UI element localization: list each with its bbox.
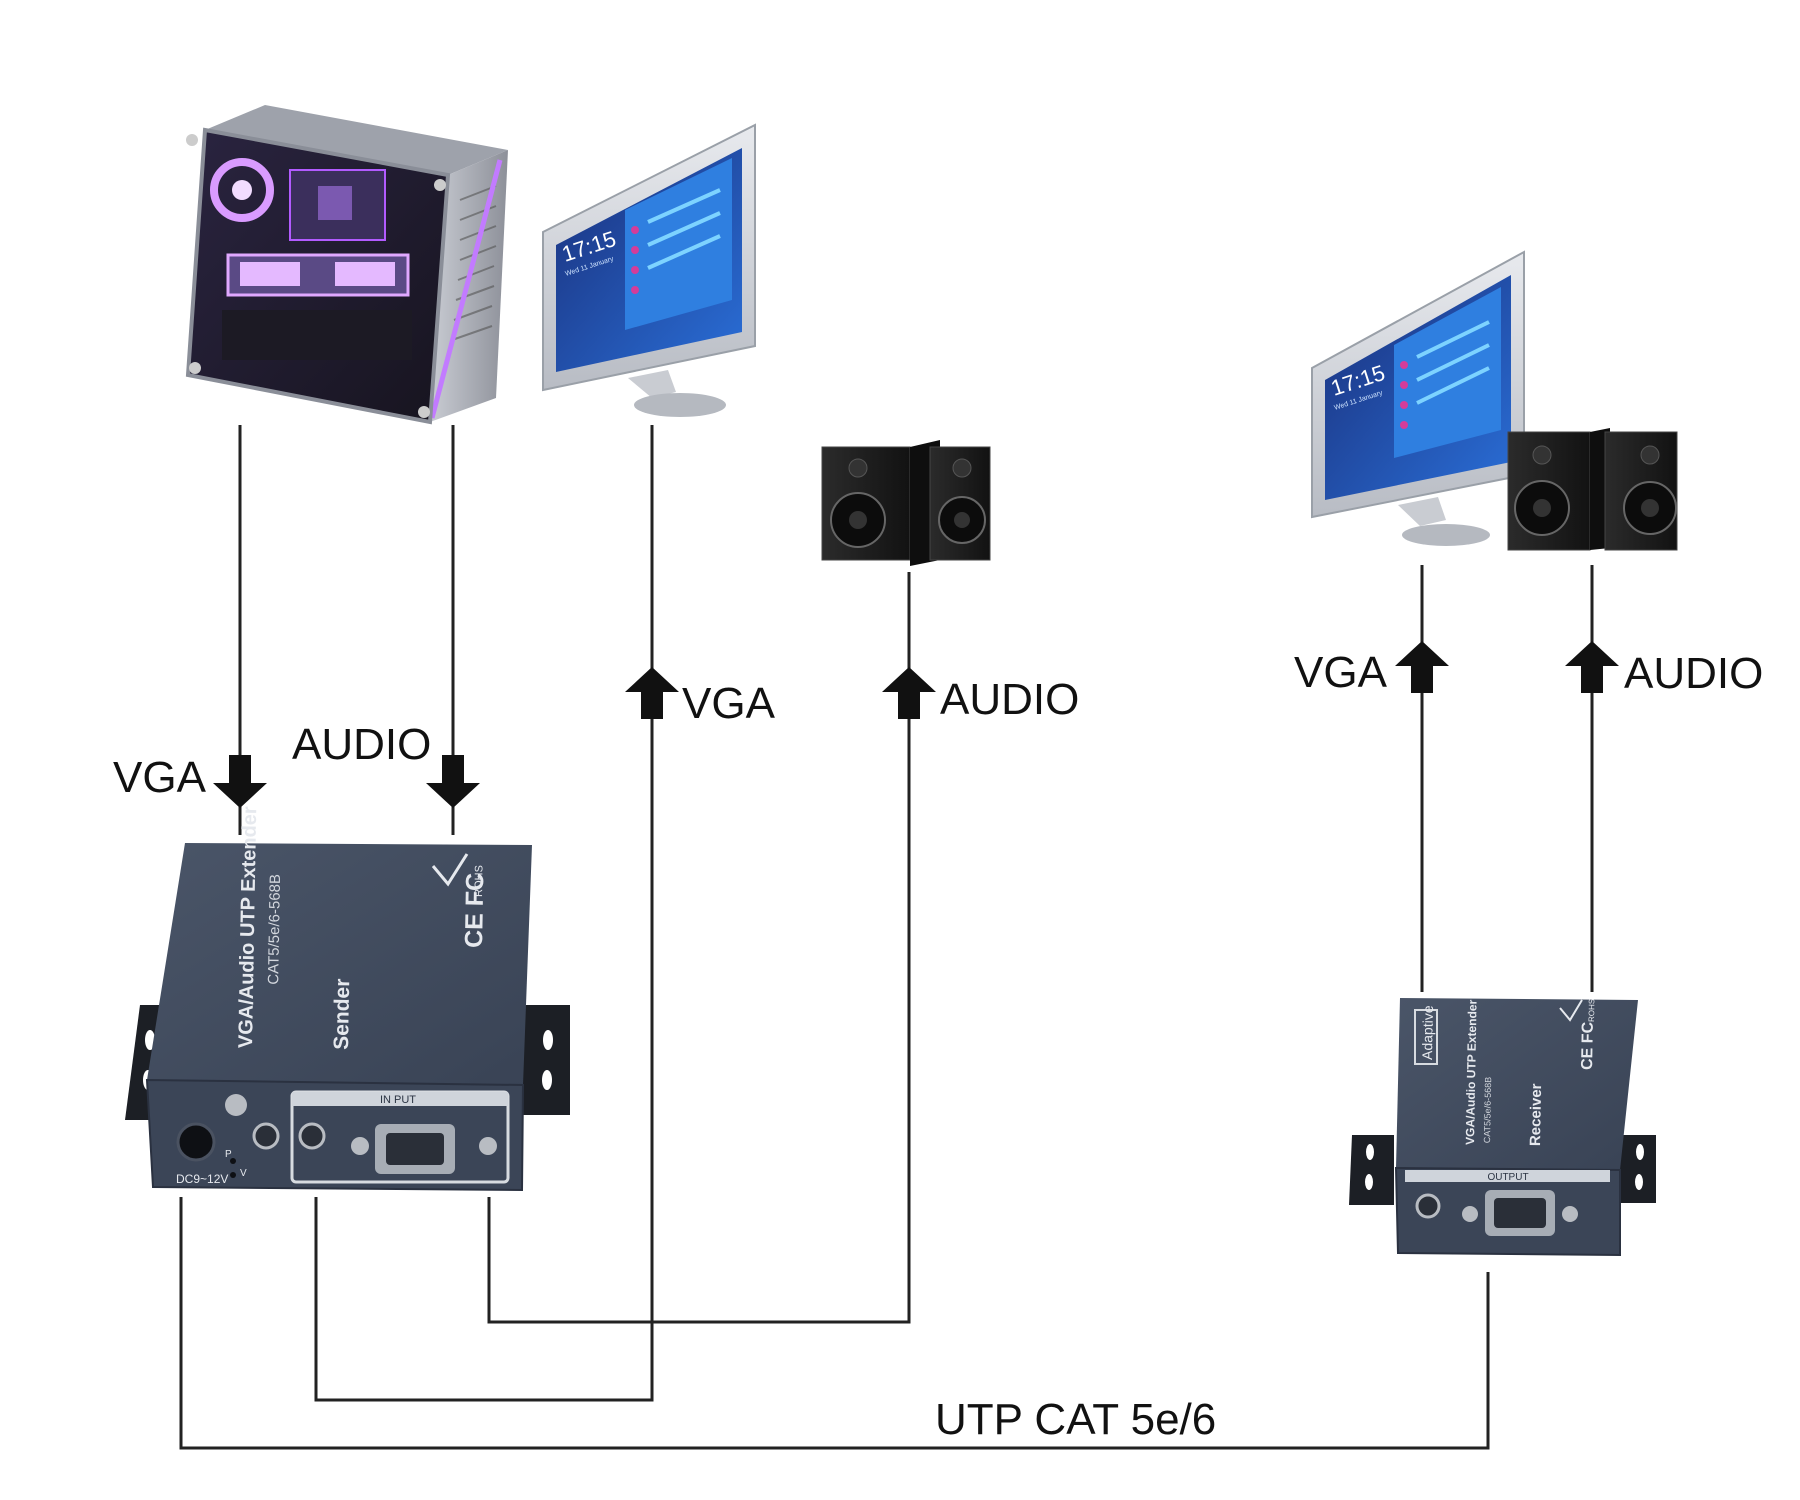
power-jack [176, 1122, 216, 1162]
monitor-icon: 17:15 Wed 11 January [542, 123, 756, 417]
sender-ce-fc-marks: CE FC [460, 873, 489, 948]
speaker-pair-icon [821, 440, 991, 566]
sender-extender: VGA/Audio UTP Extender CAT5/5e/6-568B Se… [125, 806, 570, 1192]
rohs-check-icon [431, 853, 469, 887]
receiver-badge: Adaptive [1419, 1005, 1436, 1060]
receiver-model: VGA/Audio UTP Extender [1463, 999, 1480, 1145]
power-rating: DC9~12V [176, 1172, 228, 1186]
output-port-label: OUTPUT [1487, 1172, 1528, 1183]
right-bracket [515, 1005, 570, 1115]
sender-rohs: ROHS [473, 865, 486, 897]
receiver-ce-fc-marks: CE FC [1579, 1021, 1597, 1070]
vga-input-label: VGA [113, 753, 206, 802]
receiver-rohs: ROHS [1587, 999, 1596, 1022]
pc-tower-icon [185, 105, 508, 425]
arrow-up-icon [1395, 641, 1449, 693]
vga-remote-output-label: VGA [1294, 648, 1387, 697]
input-port-label: IN PUT [380, 1094, 416, 1106]
rohs-check-icon [1559, 999, 1583, 1022]
vga-local-output-label: VGA [682, 679, 775, 728]
audio-jack [1415, 1193, 1441, 1219]
arrow-up-icon [1565, 641, 1619, 693]
audio-remote-output-label: AUDIO [1624, 649, 1764, 698]
arrows [213, 641, 1619, 808]
arrow-up-icon [882, 667, 936, 719]
audio-jack [298, 1122, 326, 1150]
local-audio-cable [487, 572, 911, 1324]
sender-model: VGA/Audio UTP Extender [235, 806, 261, 1048]
left-bracket [1349, 1135, 1394, 1205]
receiver-standard: CAT5/5e/6-568B [1482, 1077, 1493, 1144]
arrow-down-icon [213, 755, 267, 808]
utp-cable [179, 1197, 1490, 1450]
sender-standard: CAT5/5e/6-568B [265, 874, 284, 985]
audio-local-output-label: AUDIO [940, 675, 1080, 724]
right-bracket [1611, 1135, 1656, 1203]
arrow-down-icon [426, 755, 480, 808]
audio-input-label: AUDIO [292, 720, 432, 769]
arrow-up-icon [625, 667, 679, 719]
connection-lines [179, 425, 1594, 1450]
local-vga-cable [314, 425, 654, 1402]
utp-cable-label: UTP CAT 5e/6 [935, 1395, 1217, 1444]
led-p: P [225, 1149, 232, 1160]
receiver-role: Receiver [1527, 1083, 1545, 1146]
monitor-icon: 17:15 Wed 11 January [1311, 250, 1525, 546]
led-v: V [240, 1168, 247, 1179]
receiver-extender: Adaptive VGA/Audio UTP Extender CAT5/5e/… [1349, 998, 1656, 1257]
speaker-pair-icon [1507, 428, 1678, 551]
sender-role: Sender [330, 978, 354, 1050]
